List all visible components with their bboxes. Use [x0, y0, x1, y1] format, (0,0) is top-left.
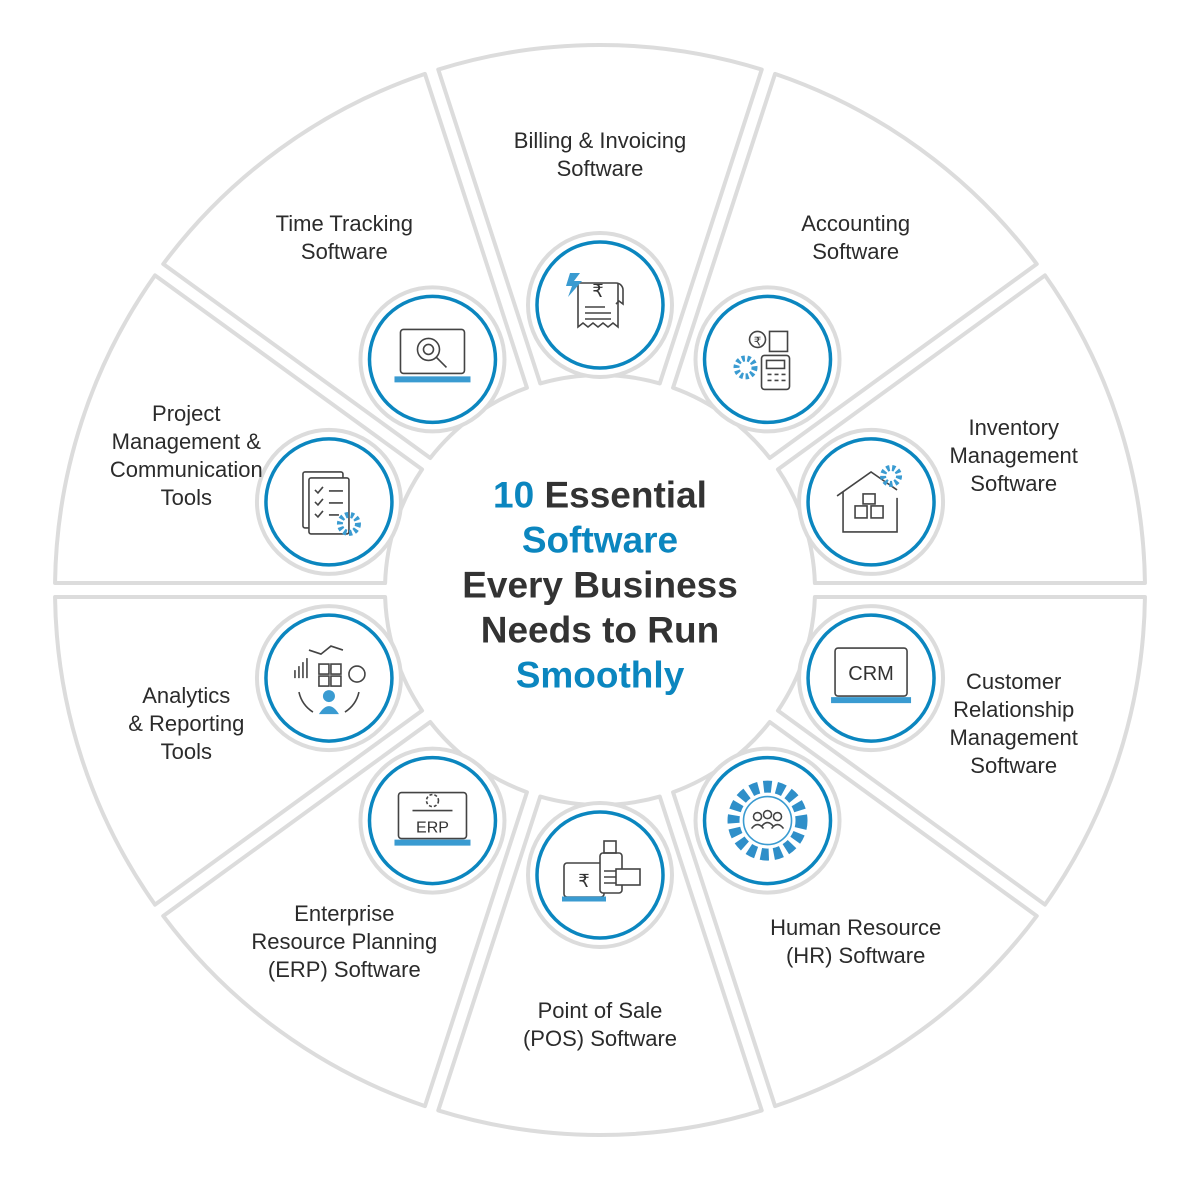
icon-badge-0: ₹	[526, 231, 674, 379]
icon-badge-8	[254, 427, 403, 576]
icon-badge-3: CRM	[797, 604, 946, 753]
center-title: 10 Essential Software Every Business Nee…	[462, 473, 738, 698]
time-search-laptop-icon	[394, 328, 471, 383]
icon-badge-7	[254, 604, 403, 753]
title-line-5: Smoothly	[515, 654, 685, 696]
erp-laptop-icon	[394, 791, 471, 846]
title-line-4: Needs to Run	[480, 609, 720, 651]
icon-badge-4	[693, 746, 842, 895]
icon-text: CRM	[848, 663, 894, 685]
calculator-icon	[733, 330, 791, 391]
icon-badge-9	[358, 285, 507, 434]
segment-label: Billing & Invoicing Software	[513, 128, 687, 181]
icon-text: ERP	[416, 820, 449, 837]
segment-label: Point of Sale (POS) Software	[522, 998, 678, 1051]
icon-badge-2	[797, 427, 946, 576]
segment-label: Accounting Software	[801, 211, 911, 265]
checklist-icon	[302, 471, 361, 536]
segment-label: Enterprise Resource Planning (ERP) Softw…	[251, 900, 438, 982]
title-word: Essential	[544, 474, 707, 516]
segment-label: Customer Relationship Management Softwar…	[949, 669, 1078, 779]
icon-text: ₹	[592, 281, 603, 301]
receipt-icon	[566, 273, 624, 329]
icon-badge-6: ERP	[358, 746, 507, 895]
people-gear-icon	[727, 780, 808, 861]
title-number: 10	[493, 474, 535, 516]
segment-label: Human Resource (HR) Software	[770, 914, 942, 968]
icon-badge-5: ₹	[526, 801, 674, 949]
analytics-icon	[294, 645, 366, 715]
segment-label: Time Tracking Software	[275, 211, 413, 265]
icon-text: ₹	[754, 334, 762, 348]
segment-label: Analytics & Reporting Tools	[128, 683, 245, 765]
segment-label: Inventory Management Software	[949, 414, 1078, 496]
title-line-2: Software	[521, 519, 679, 561]
warehouse-icon	[836, 464, 903, 533]
crm-laptop-icon	[831, 647, 912, 704]
icon-badge-1: ₹	[693, 285, 842, 434]
segment-label: Project Management & Communication Tools	[109, 400, 263, 510]
title-line-3: Every Business	[462, 564, 738, 606]
icon-text: ₹	[578, 871, 589, 891]
pos-terminal-icon	[562, 840, 641, 902]
